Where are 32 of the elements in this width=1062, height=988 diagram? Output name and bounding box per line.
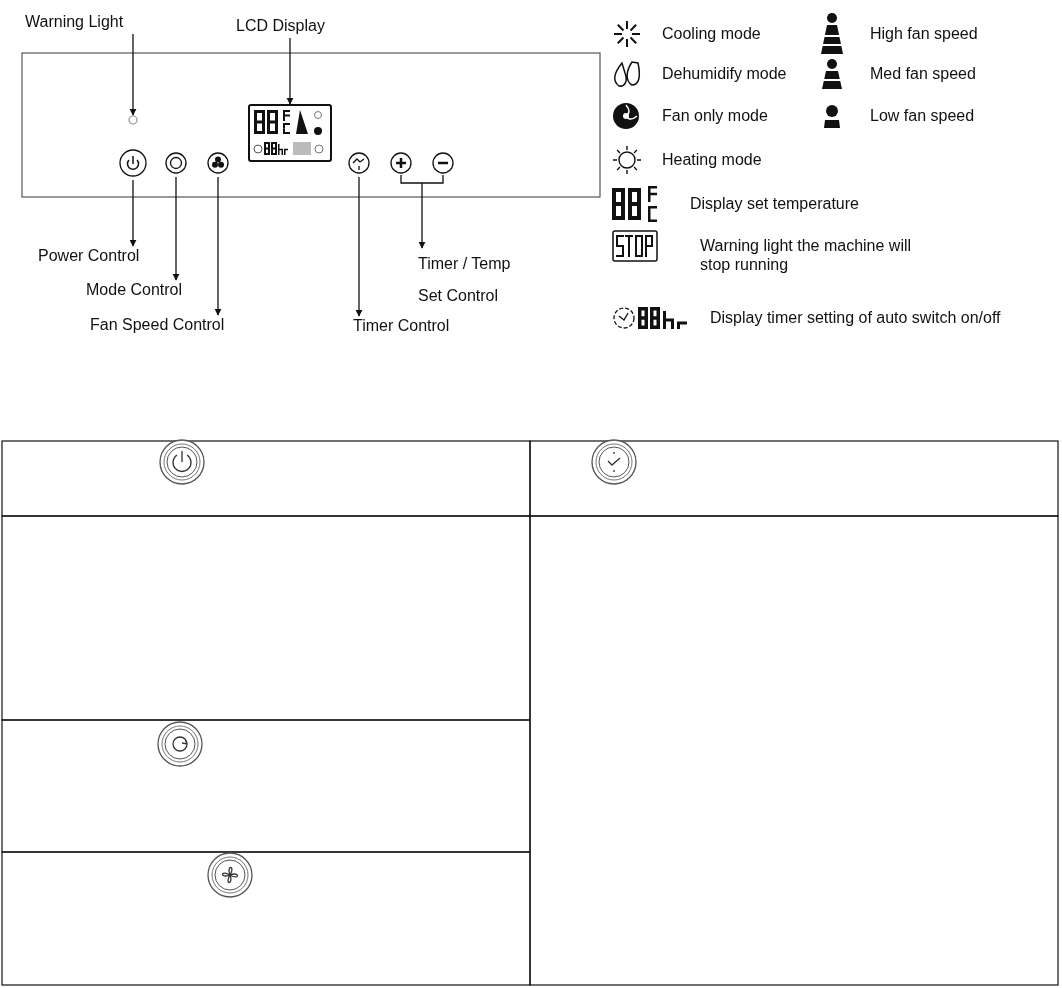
timer-button-icon [347,151,371,175]
legend-label: Low fan speed [870,106,975,125]
mode-button-icon [164,151,188,175]
warning-light-icon [128,115,138,125]
callout-label: LCD Display [236,16,325,36]
leader-arrow [129,33,137,116]
legend-label: Display set temperature [690,194,859,213]
callout-label: Timer Control [353,316,450,336]
legend-label: Fan only mode [662,106,768,125]
legend-label: Med fan speed [870,64,976,83]
legend-label: Warning light the machine will stop running [700,236,913,274]
leader-arrow [214,176,222,316]
leader-arrow [400,174,444,249]
lcd-display-drawing [248,104,332,162]
leader-arrow [355,176,363,317]
leader-arrow [286,37,294,105]
leader-arrow [172,176,180,281]
callout-label: Mode Control [86,280,183,300]
callout-label: Power Control [38,246,140,266]
legend-label: Dehumidify mode [662,64,787,83]
callout-label: Warning Light [25,12,124,32]
minus-button-icon [431,151,455,175]
fan-button-icon [206,151,230,175]
leader-arrow [129,179,137,247]
plus-button-icon [389,151,413,175]
legend-label: Display timer setting of auto switch on/off [710,308,1001,327]
callout-label: Timer / Temp Set Control [418,248,530,312]
legend-label: Cooling mode [662,24,761,43]
callout-label: Fan Speed Control [90,315,225,335]
power-button-icon [118,148,148,178]
legend-label: Heating mode [662,150,762,169]
legend-label: High fan speed [870,24,978,43]
